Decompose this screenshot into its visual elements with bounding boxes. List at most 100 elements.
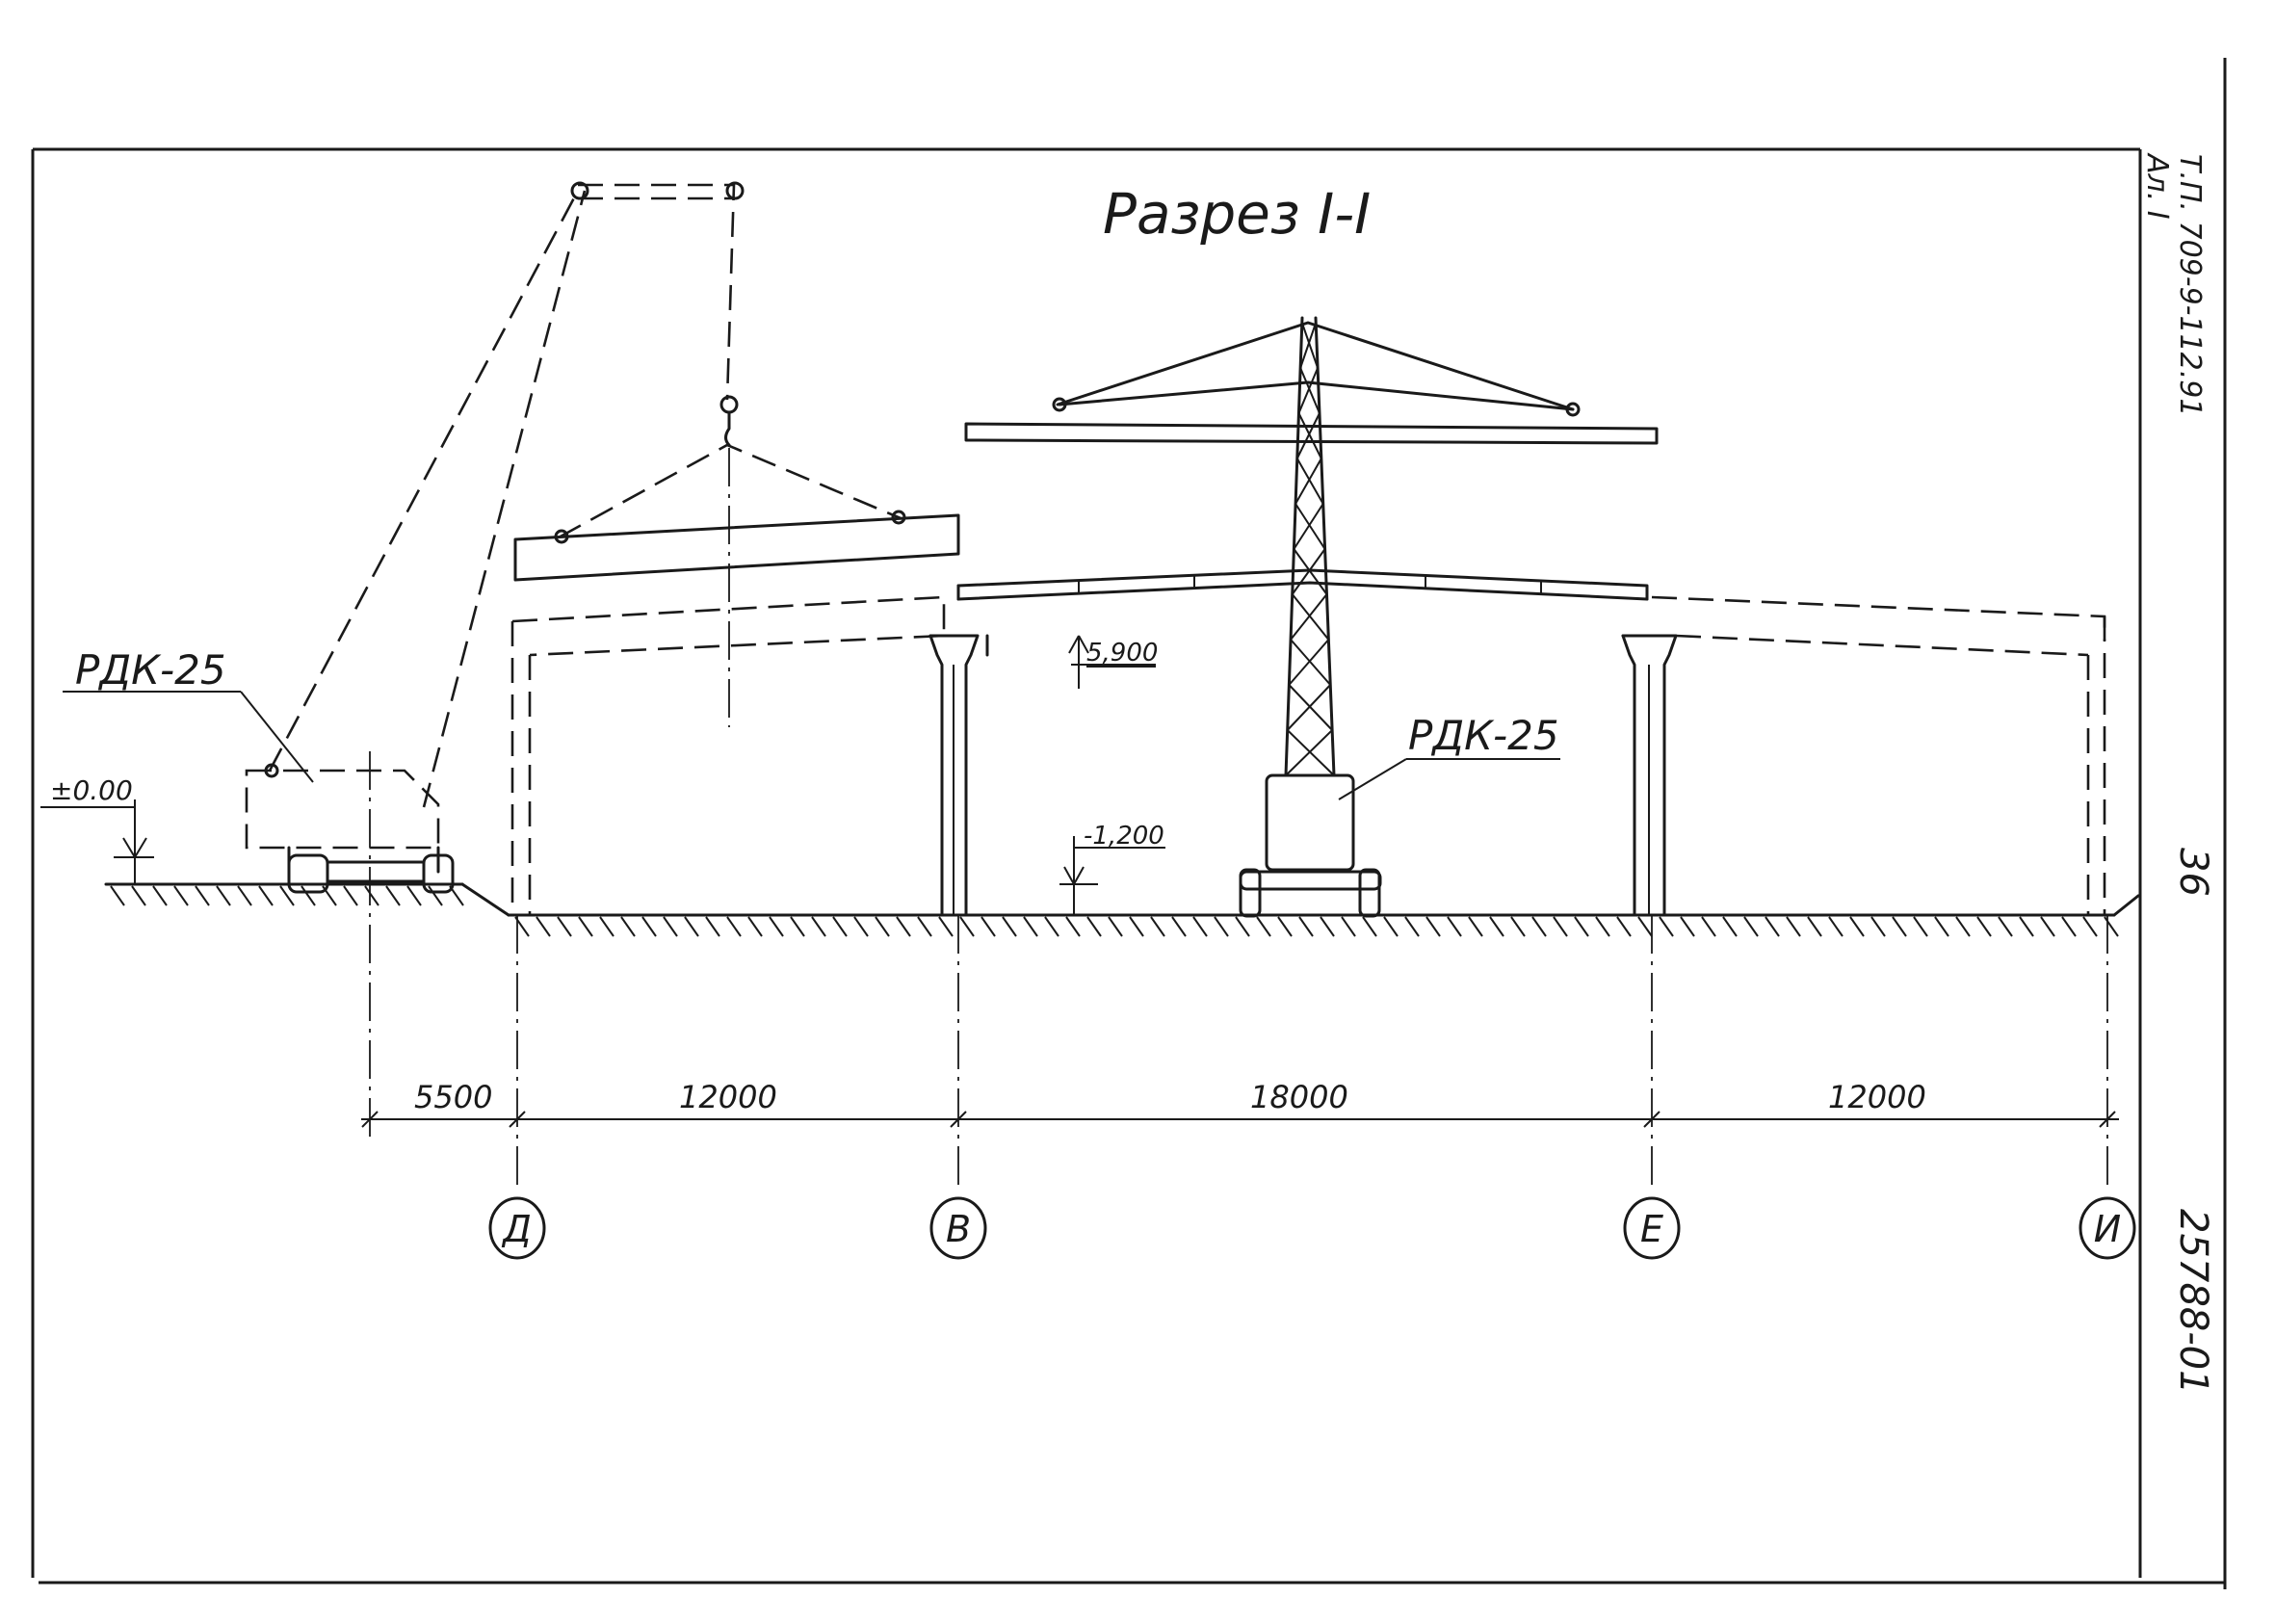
elevation-truss-bottom: 5,900	[1068, 635, 1158, 689]
hatch-stroke	[938, 916, 954, 937]
hatch-stroke	[1002, 916, 1017, 937]
hatch-stroke	[726, 916, 742, 937]
dimension-4: 12000	[1828, 1079, 1926, 1115]
elevation-ground: ±0.00	[40, 774, 154, 884]
hatch-stroke	[2040, 916, 2055, 937]
hatch-stroke	[385, 885, 401, 906]
ground-line	[104, 882, 2140, 917]
dimension-2: 12000	[679, 1079, 777, 1115]
hatch-stroke	[1171, 916, 1187, 937]
hatch-stroke	[1108, 916, 1123, 937]
hatch-stroke	[1659, 916, 1674, 937]
hatch-stroke	[896, 916, 911, 937]
hatch-stroke	[811, 916, 826, 937]
axis-marker-3-label: Е	[1640, 1208, 1663, 1250]
hatch-stroke	[1998, 916, 2013, 937]
suspended-slab	[513, 443, 960, 582]
hatch-stroke	[1680, 916, 1695, 937]
hatch-stroke	[237, 885, 252, 906]
elevation-truss-bottom-label: 5,900	[1086, 639, 1158, 668]
hatch-stroke	[301, 885, 316, 906]
hatch-stroke	[131, 885, 146, 906]
hatch-stroke	[216, 885, 231, 906]
hatch-stroke	[1447, 916, 1462, 937]
section-title: Разрез I-I	[1103, 181, 1371, 247]
hatch-stroke	[959, 916, 975, 937]
hatch-stroke	[1531, 916, 1547, 937]
hatch-stroke	[578, 916, 593, 937]
hatch-stroke	[1214, 916, 1229, 937]
hatch-stroke	[1849, 916, 1865, 937]
hatch-stroke	[1298, 916, 1314, 937]
hatch-stroke	[790, 916, 805, 937]
axis-marker-2-label: В	[946, 1208, 971, 1250]
hatch-stroke	[152, 885, 168, 906]
stamp-sheet-number: 36	[2171, 848, 2215, 897]
hatch-stroke	[428, 885, 443, 906]
hatch-stroke	[1637, 916, 1653, 937]
hatch-stroke	[705, 916, 720, 937]
hatch-stroke	[1701, 916, 1716, 937]
hatch-stroke	[1934, 916, 1949, 937]
hatch-stroke	[1976, 916, 1992, 937]
hatch-stroke	[279, 885, 295, 906]
stamp-doc-code: Т.П. 709-9-112.91	[2173, 154, 2207, 416]
hatch-stroke	[1722, 916, 1738, 937]
hatch-stroke	[1913, 916, 1928, 937]
roof-outline	[511, 568, 2106, 657]
hatch-stroke	[853, 916, 869, 937]
hatch-stroke	[1235, 916, 1250, 937]
hatch-stroke	[258, 885, 274, 906]
hatch-stroke	[1065, 916, 1081, 937]
hatch-stroke	[1574, 916, 1589, 937]
hatch-stroke	[1553, 916, 1568, 937]
axis-lines	[369, 751, 2108, 1185]
elevation-floor: -1,200	[1059, 822, 1165, 915]
hatch-stroke	[2019, 916, 2034, 937]
hatch-stroke	[1341, 916, 1356, 937]
hatch-stroke	[981, 916, 996, 937]
hatch-stroke	[1870, 916, 1886, 937]
hatch-stroke	[1489, 916, 1504, 937]
hatch-stroke	[343, 885, 358, 906]
left-crane	[63, 181, 745, 894]
hatch-stroke	[1277, 916, 1293, 937]
dimension-3: 18000	[1250, 1079, 1348, 1115]
hatch-stroke	[1150, 916, 1165, 937]
hatch-stroke	[1362, 916, 1377, 937]
hatch-stroke	[599, 916, 615, 937]
hatch-stroke	[173, 885, 189, 906]
hatch-stroke	[1892, 916, 1907, 937]
hatch-stroke	[917, 916, 932, 937]
stamp-album: Ал. I	[2140, 152, 2174, 220]
hatch-stroke	[1510, 916, 1526, 937]
right-crane-label: РДК-25	[1408, 712, 1559, 759]
hatch-stroke	[769, 916, 784, 937]
axis-marker-3: Е	[1623, 1196, 1681, 1260]
hatch-stroke	[747, 916, 763, 937]
hatch-stroke	[1743, 916, 1759, 937]
dimension-chain	[361, 1111, 2119, 1128]
hatch-stroke	[1044, 916, 1059, 937]
hatch-stroke	[1828, 916, 1844, 937]
hatch-stroke	[1955, 916, 1971, 937]
title-stamp: Т.П. 709-9-112.91 Ал. I 36 25788-01	[2140, 152, 2215, 1395]
hatch-stroke	[1129, 916, 1144, 937]
hatch-stroke	[1086, 916, 1102, 937]
hatch-stroke	[110, 885, 125, 906]
hatch-stroke	[641, 916, 657, 937]
hatch-stroke	[536, 916, 551, 937]
hatch-stroke	[1786, 916, 1801, 937]
hatch-stroke	[1256, 916, 1271, 937]
hatch-stroke	[663, 916, 678, 937]
building-columns	[510, 616, 2106, 917]
hatch-stroke	[1616, 916, 1632, 937]
hatch-stroke	[832, 916, 848, 937]
axis-marker-4: И	[2079, 1196, 2136, 1260]
hatch-stroke	[364, 885, 379, 906]
axis-marker-1: Д	[488, 1196, 546, 1260]
ground-hatching	[110, 885, 2119, 937]
right-crane	[964, 316, 1659, 918]
hatch-stroke	[2061, 916, 2077, 937]
